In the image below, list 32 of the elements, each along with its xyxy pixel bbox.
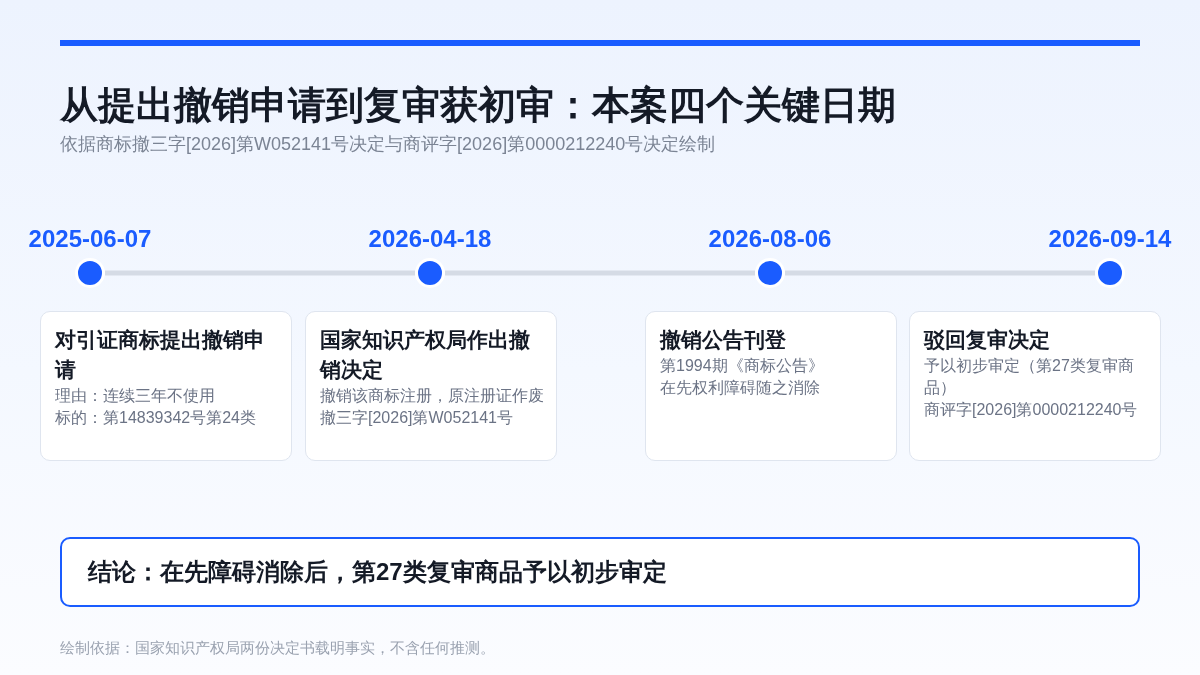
timeline-line — [105, 270, 415, 276]
footnote: 绘制依据：国家知识产权局两份决定书载明事实，不含任何推测。 — [60, 639, 495, 657]
subtitle: 依据商标撤三字[2026]第W052141号决定与商评字[2026]第0000212240号决定绘制 — [60, 133, 716, 155]
card-text: 理由：连续三年不使用 — [55, 386, 216, 406]
card-text: 撤销该商标注册，原注册证作废 — [320, 386, 545, 406]
card-text: 予以初步审定（第27类复审商品） — [924, 356, 1135, 398]
date-label: 2026-09-14 — [1048, 224, 1172, 254]
card-text: 在先权利障碍随之消除 — [660, 378, 821, 398]
card-text: 撤三字[2026]第W052141号 — [320, 408, 514, 428]
timeline-dot — [1095, 258, 1125, 288]
event-card — [645, 311, 897, 461]
card-text: 标的：第14839342号第24类 — [55, 408, 257, 428]
conclusion-panel — [60, 537, 1140, 607]
timeline-line — [785, 270, 1095, 276]
card-heading: 撤销公告刊登 — [660, 327, 787, 353]
card-heading: 对引证商标提出撤销申请 — [55, 327, 266, 383]
timeline-line — [445, 270, 755, 276]
date-label: 2025-06-07 — [28, 224, 152, 254]
event-card — [40, 311, 292, 461]
timeline-dot — [755, 258, 785, 288]
event-card — [909, 311, 1161, 461]
timeline-dot — [75, 258, 105, 288]
card-text: 第1994期《商标公告》 — [660, 356, 825, 376]
conclusion-text: 结论：在先障碍消除后，第27类复审商品予以初步审定 — [88, 557, 667, 587]
date-label: 2026-08-06 — [708, 224, 832, 254]
date-label: 2026-04-18 — [368, 224, 492, 254]
title: 从提出撤销申请到复审获初审：本案四个关键日期 — [60, 83, 896, 128]
event-card — [305, 311, 557, 461]
card-text: 商评字[2026]第0000212240号 — [924, 400, 1139, 420]
card-heading: 国家知识产权局作出撤销决定 — [320, 327, 531, 383]
card-heading: 驳回复审决定 — [924, 327, 1051, 353]
timeline-dot — [415, 258, 445, 288]
